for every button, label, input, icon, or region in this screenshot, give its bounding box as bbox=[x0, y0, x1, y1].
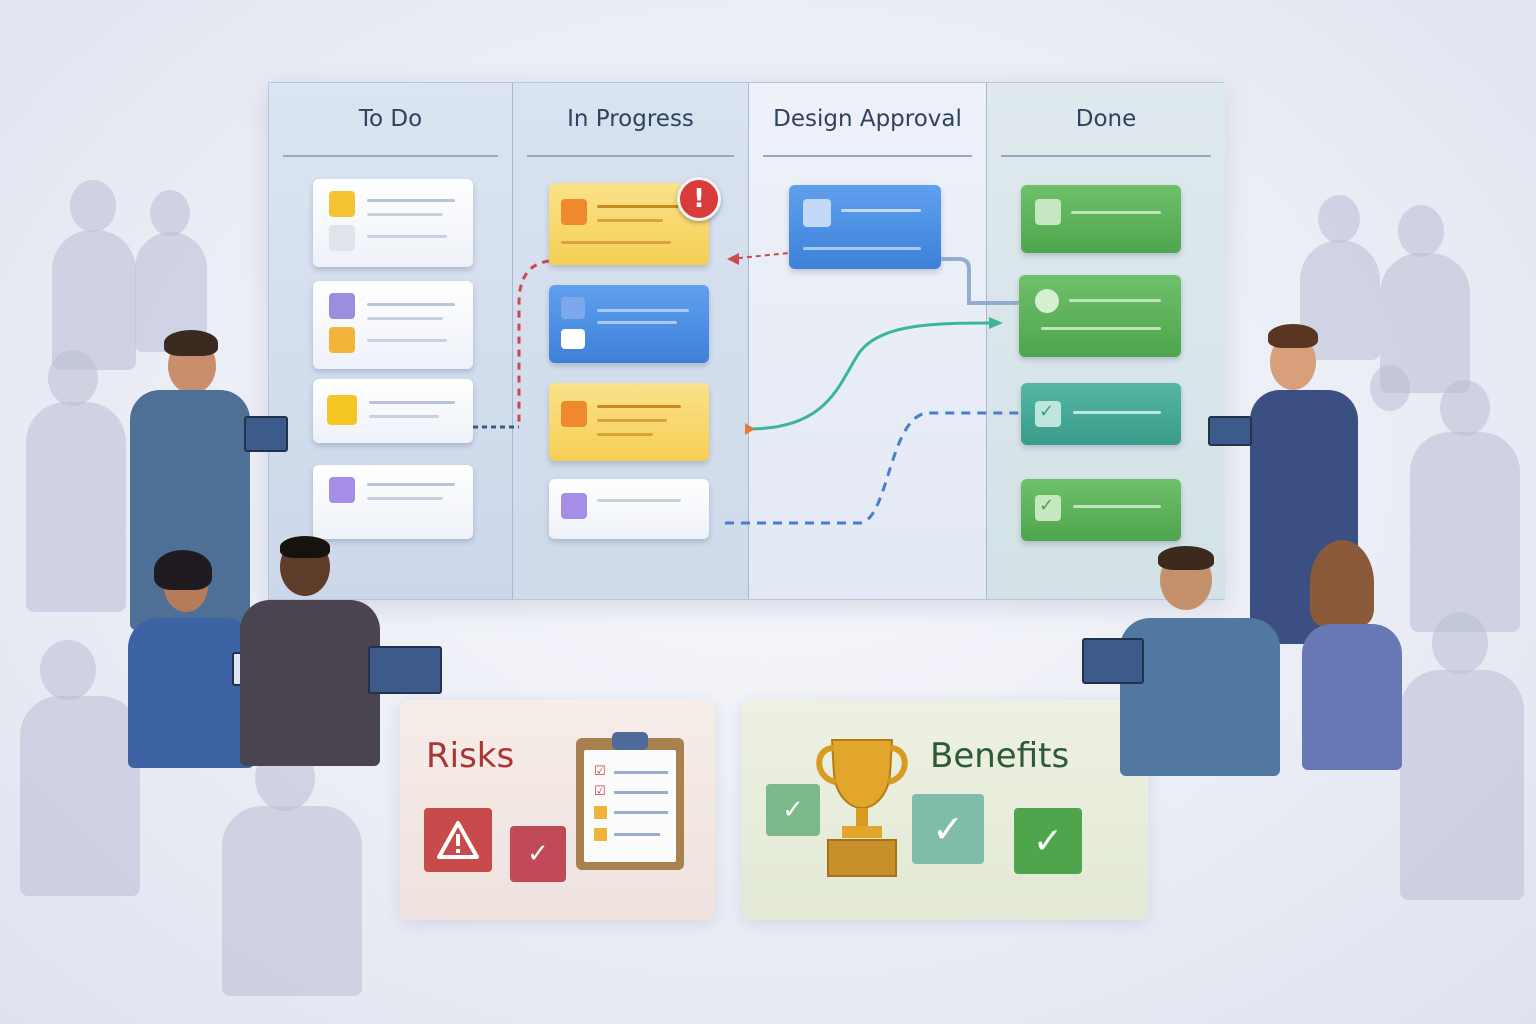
column-header-in-progress: In Progress bbox=[567, 106, 694, 132]
column-divider bbox=[283, 155, 498, 157]
column-divider bbox=[527, 155, 734, 157]
task-card-done[interactable] bbox=[1021, 185, 1181, 253]
task-card[interactable] bbox=[313, 379, 473, 443]
column-header-to-do: To Do bbox=[358, 106, 423, 132]
task-card[interactable] bbox=[789, 185, 941, 269]
task-card[interactable] bbox=[313, 179, 473, 267]
clipboard-checklist-icon: ☑ ☑ bbox=[576, 732, 684, 870]
trophy-icon bbox=[812, 734, 912, 880]
check-icon: ✓ bbox=[510, 826, 566, 882]
team-member-man-laptop bbox=[236, 536, 446, 766]
column-divider bbox=[763, 155, 972, 157]
risks-title: Risks bbox=[426, 736, 515, 776]
task-card[interactable] bbox=[313, 465, 473, 539]
task-card[interactable] bbox=[549, 285, 709, 363]
tablet bbox=[1082, 638, 1144, 684]
team-member-woman-right bbox=[1296, 540, 1406, 770]
tablet bbox=[244, 416, 288, 452]
benefits-title: Benefits bbox=[930, 736, 1070, 776]
check-icon: ✓ bbox=[766, 784, 820, 836]
risks-panel: Risks ✓ ☑ ☑ bbox=[400, 700, 715, 920]
check-icon: ✓ bbox=[1014, 808, 1082, 874]
task-card[interactable] bbox=[549, 383, 709, 461]
kanban-board: To Do In Progress Design Approval Done bbox=[268, 82, 1225, 600]
task-card-done[interactable] bbox=[1019, 275, 1181, 357]
team-member-man-glasses bbox=[1082, 546, 1290, 776]
tablet bbox=[1208, 416, 1252, 446]
warning-triangle-icon bbox=[424, 808, 492, 872]
alert-icon: ! bbox=[677, 177, 721, 221]
task-card[interactable] bbox=[313, 281, 473, 369]
laptop bbox=[368, 646, 442, 694]
benefits-panel: Benefits ✓ ✓ ✓ bbox=[742, 700, 1148, 920]
column-divider bbox=[1001, 155, 1211, 157]
check-icon: ✓ bbox=[912, 794, 984, 864]
column-design-approval: Design Approval bbox=[749, 83, 987, 599]
check-icon: ✓ bbox=[1039, 495, 1055, 516]
task-card[interactable] bbox=[549, 479, 709, 539]
check-icon: ✓ bbox=[1039, 401, 1055, 422]
task-card-done[interactable]: ✓ bbox=[1021, 479, 1181, 541]
task-card-done[interactable]: ✓ bbox=[1021, 383, 1181, 445]
column-header-design-approval: Design Approval bbox=[773, 106, 962, 132]
column-header-done: Done bbox=[1075, 106, 1137, 132]
